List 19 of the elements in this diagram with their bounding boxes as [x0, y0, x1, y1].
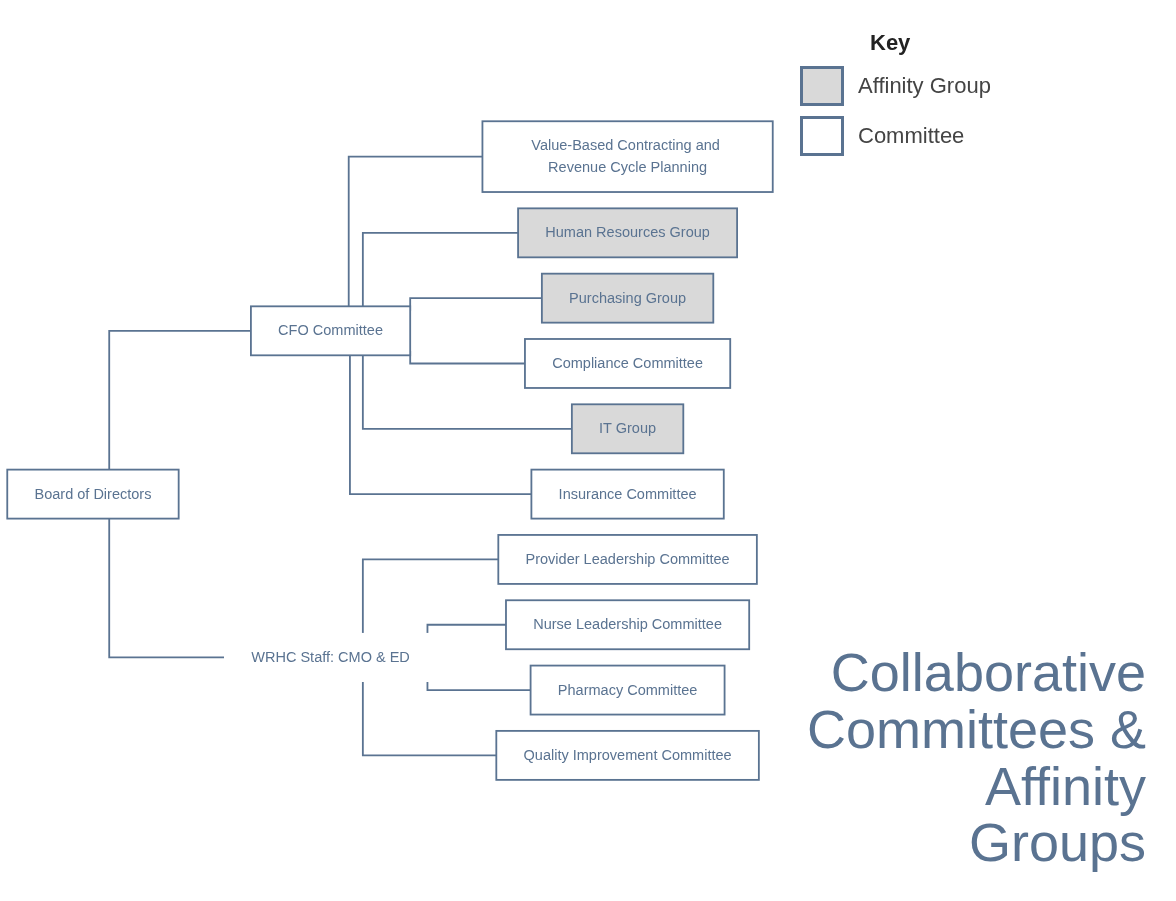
- node-box: Quality Improvement Committee: [495, 729, 760, 781]
- node-box: Pharmacy Committee: [529, 664, 726, 716]
- node-box: Board of Directors: [6, 468, 180, 520]
- node-box: CFO Committee: [250, 305, 412, 357]
- connector: [361, 231, 519, 308]
- node-text: WRHC Staff: CMO & ED: [251, 649, 410, 665]
- node-box: Nurse Leadership Committee: [505, 599, 751, 651]
- node-box: Compliance Committee: [524, 338, 732, 389]
- legend-heading: Key: [870, 30, 912, 56]
- diagram-title: Collaborative Committees & Affinity Groups: [805, 644, 1146, 871]
- legend-label: Affinity Group: [858, 73, 991, 99]
- node-box: IT Group: [570, 403, 685, 455]
- connector: [108, 517, 225, 659]
- node-box: Human Resources Group: [517, 207, 738, 259]
- node-box: Provider Leadership Committee: [497, 533, 758, 585]
- legend-label: Committee: [858, 123, 965, 149]
- node-box: Purchasing Group: [540, 272, 715, 324]
- node-box: Insurance Committee: [530, 468, 725, 520]
- node-box: Value-Based Contracting and Revenue Cycle Planning: [481, 120, 774, 193]
